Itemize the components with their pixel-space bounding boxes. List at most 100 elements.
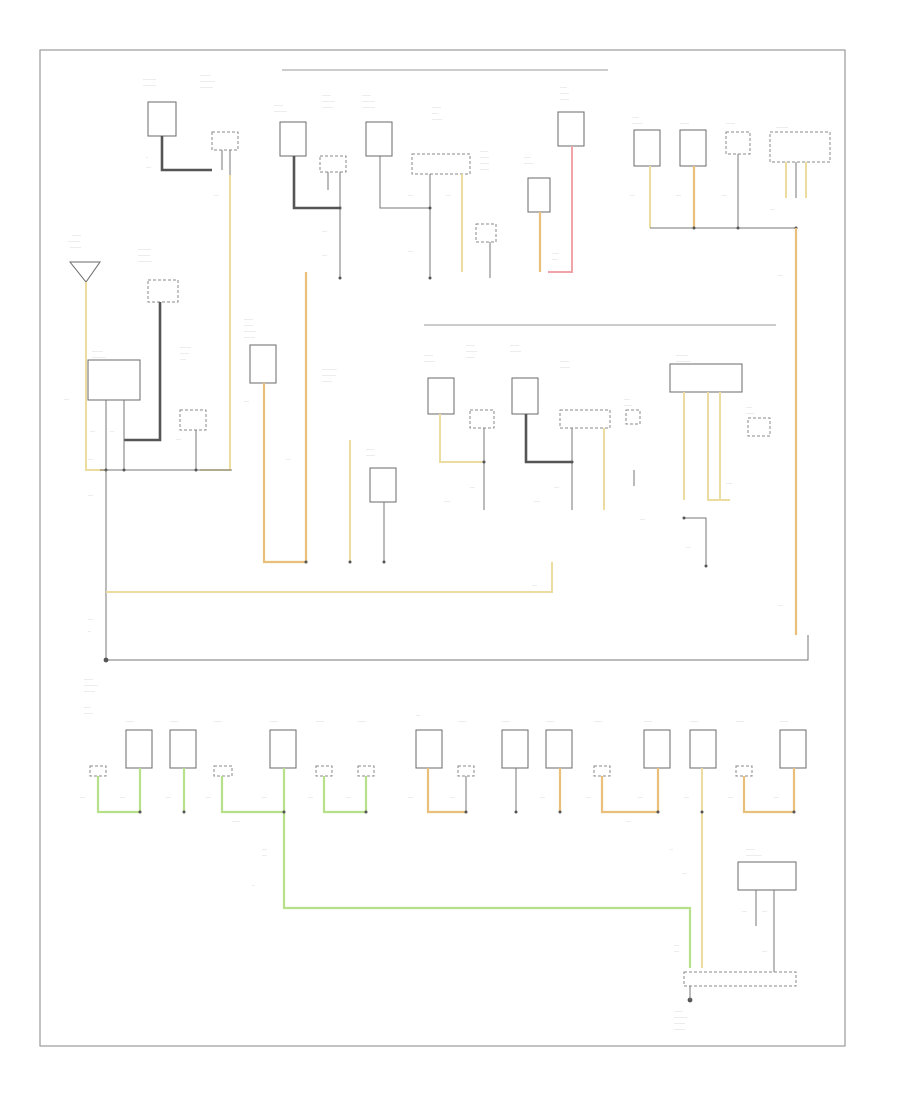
bottom-component-13 [689, 729, 717, 769]
svg-text:.....: ..... [88, 617, 93, 621]
component-mid-1 [279, 121, 307, 157]
component-left-mid-2 [87, 359, 141, 401]
svg-text:.....: ..... [674, 943, 679, 947]
svg-text:..........: .......... [560, 365, 570, 369]
svg-text:..: .. [146, 155, 148, 159]
svg-text:.....: ..... [262, 795, 267, 799]
wire-tan-left-long [200, 175, 231, 471]
splice-mr-4 [704, 564, 708, 568]
svg-text:.........: ......... [726, 121, 735, 125]
svg-text:.....: ..... [674, 949, 679, 953]
svg-text:......: ...... [726, 481, 732, 485]
connector-mr-4 [559, 409, 611, 429]
bottom-connector-1 [89, 765, 107, 777]
svg-text:.............: ............. [143, 83, 156, 87]
svg-text:.....: ..... [322, 253, 327, 257]
svg-text:............: ............ [68, 239, 80, 243]
svg-text:.........: ......... [480, 155, 489, 159]
component-right-2 [679, 129, 707, 167]
svg-text:.....: ..... [64, 397, 69, 401]
svg-text:.....: ..... [346, 795, 351, 799]
component-group-middle-right: ......... ........... ......... ........… [424, 343, 771, 568]
svg-text:............: ............ [138, 253, 150, 257]
svg-text:...........: ........... [424, 359, 435, 363]
component-group-upper-middle: ......... ............. ......... ......… [274, 85, 585, 280]
svg-text:.....: ..... [686, 545, 691, 549]
svg-text:.....: ..... [626, 819, 631, 823]
component-mid-5 [557, 111, 585, 147]
wire-green-b5 [282, 768, 692, 968]
svg-text:.............: ............. [322, 99, 335, 103]
svg-text:...: ... [670, 847, 673, 851]
splice-right-1 [692, 226, 696, 230]
svg-text:........: ........ [690, 719, 698, 723]
svg-text:........: ........ [644, 719, 652, 723]
wire-tan-sensor [85, 282, 105, 471]
svg-text:...........: ........... [466, 349, 477, 353]
svg-text:.....: ..... [728, 795, 733, 799]
svg-text:.....: ..... [774, 795, 779, 799]
svg-text:.....: ..... [554, 485, 559, 489]
svg-text:.....: ..... [176, 437, 181, 441]
svg-text:.........: ......... [180, 351, 189, 355]
wire-dark-left-mid [124, 302, 162, 442]
svg-text:.......: ....... [524, 155, 531, 159]
svg-text:........: ........ [502, 719, 510, 723]
svg-text:.............: ............. [138, 247, 151, 251]
svg-text:.........: ......... [466, 343, 475, 347]
bottom-component-10 [545, 729, 573, 769]
svg-text:...........: ........... [92, 349, 103, 353]
svg-text:.....: ..... [640, 517, 645, 521]
svg-text:........: ........ [170, 719, 178, 723]
svg-text:......: ...... [180, 357, 186, 361]
svg-text:...........: ........... [244, 335, 255, 339]
svg-text:.....: ..... [684, 795, 689, 799]
svg-text:...............: ............... [200, 79, 215, 83]
splice-b7 [558, 810, 562, 814]
connector-mr-5 [625, 409, 641, 425]
svg-text:.........: ......... [274, 103, 283, 107]
svg-text:.........: ......... [84, 711, 93, 715]
splice-mid-center [382, 560, 386, 564]
svg-text:......: ...... [552, 257, 558, 261]
svg-text:.....: ..... [778, 273, 783, 277]
splice-mid-1 [338, 206, 342, 210]
svg-text:...........: ........... [200, 73, 211, 77]
wire-orange-loop [262, 272, 308, 564]
svg-text:.....: ..... [286, 457, 291, 461]
component-group-bottom-right: ......... ................ ..... ..... .… [674, 847, 797, 1031]
svg-text:.........: ......... [560, 97, 569, 101]
splice-b4 [364, 810, 368, 814]
svg-text:...........: ........... [674, 1027, 685, 1031]
bottom-component-7 [415, 729, 443, 769]
svg-text:...........: ........... [510, 349, 521, 353]
svg-text:.....: ..... [682, 871, 687, 875]
svg-text:.........: ......... [424, 353, 433, 357]
splice-left-2 [122, 468, 126, 472]
bottom-component-9 [501, 729, 529, 769]
svg-text:.....: ..... [88, 493, 93, 497]
splice-right-2 [736, 226, 740, 230]
component-mid-4 [527, 177, 551, 213]
ground-point-left [103, 657, 109, 663]
svg-text:.............: ............. [200, 85, 213, 89]
splice-left-3 [194, 468, 198, 472]
svg-text:..............: .............. [322, 373, 336, 377]
svg-text:........: ........ [746, 411, 754, 415]
svg-text:.........: ......... [322, 93, 331, 97]
svg-text:........: ........ [780, 719, 788, 723]
bottom-connector-3 [213, 765, 233, 777]
svg-text:........: ........ [546, 719, 554, 723]
component-left-1 [147, 101, 177, 137]
svg-text:................: ................ [746, 853, 762, 857]
component-mid-center [369, 467, 397, 503]
svg-text:.....: ..... [90, 429, 95, 433]
svg-text:....: .... [416, 713, 420, 717]
bottom-component-15 [779, 729, 807, 769]
svg-text:.....: ..... [244, 399, 249, 403]
svg-text:..........: .......... [432, 117, 442, 121]
svg-text:.....: ..... [166, 795, 171, 799]
svg-text:.....: ..... [214, 193, 219, 197]
connector-left-small [179, 409, 207, 431]
svg-text:.........: ......... [366, 453, 375, 457]
